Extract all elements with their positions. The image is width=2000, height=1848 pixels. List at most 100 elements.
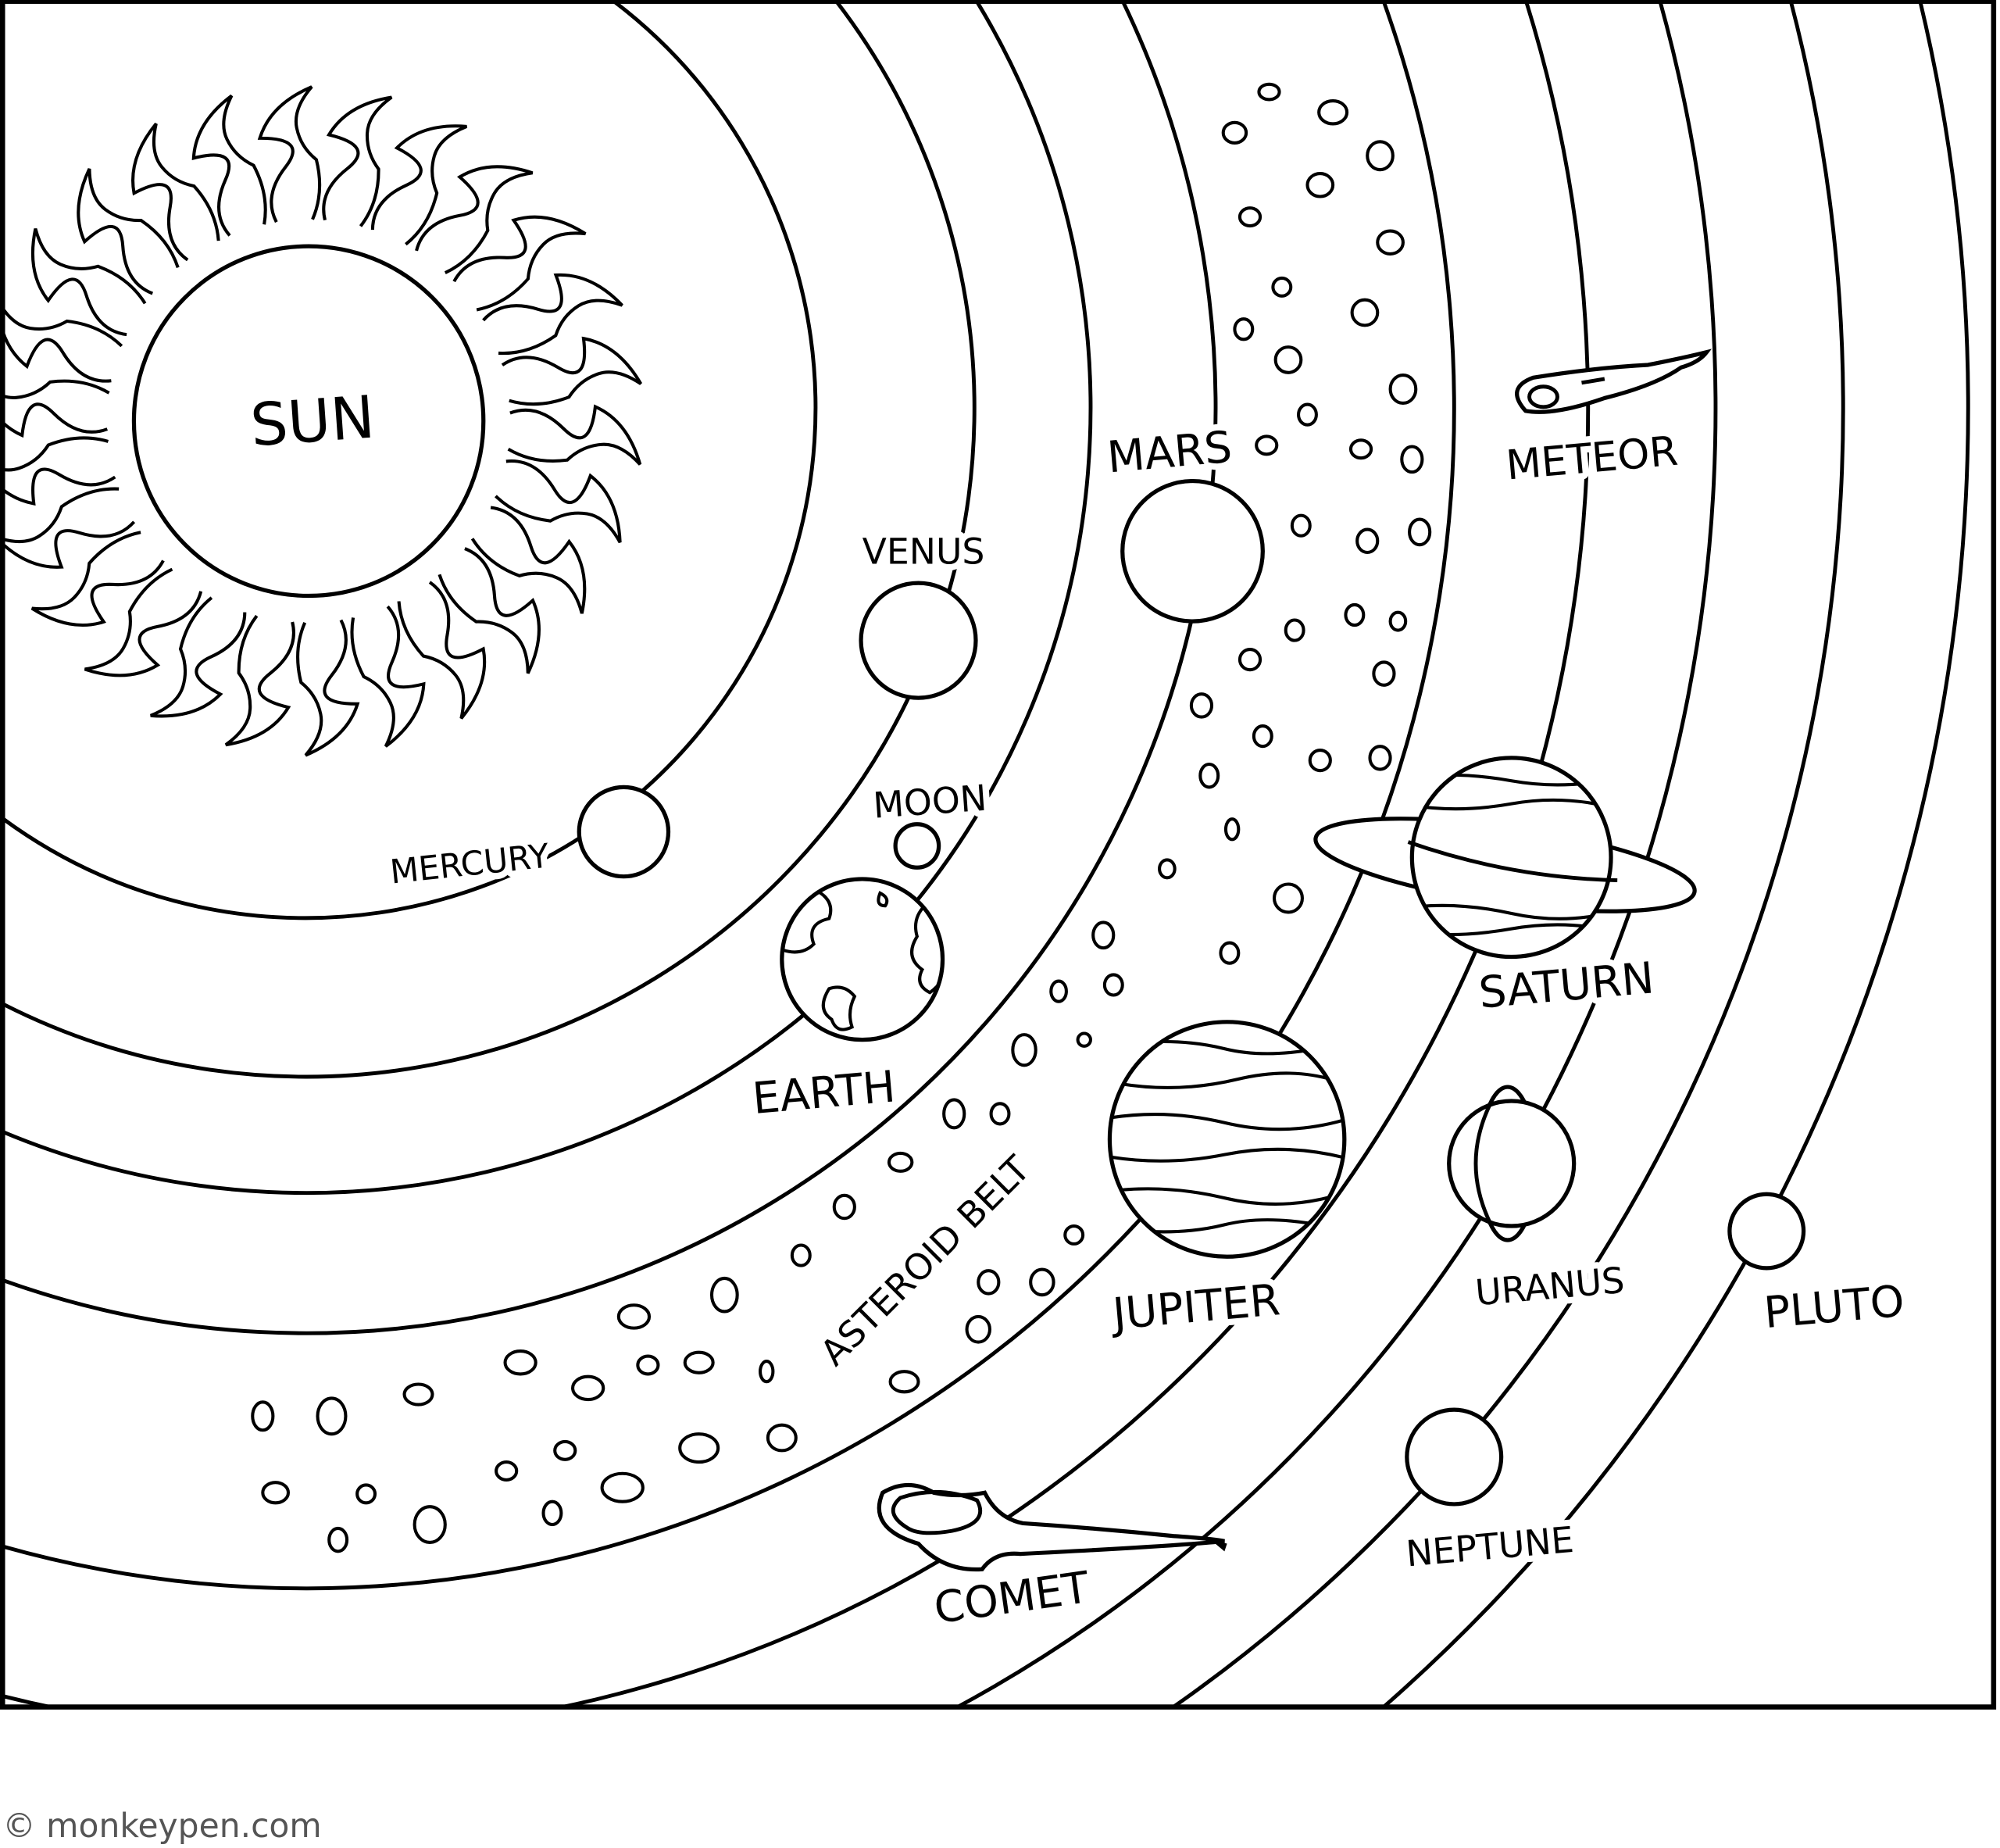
planet-uranus	[1447, 1085, 1577, 1242]
sun-flame	[224, 614, 295, 747]
asteroid	[1221, 120, 1248, 145]
sun-flames	[2, 85, 643, 757]
asteroid	[636, 1354, 660, 1376]
asteroid	[888, 1370, 920, 1394]
planet-pluto	[1727, 1192, 1806, 1271]
label-saturn: SATURN	[1477, 953, 1655, 1018]
asteroid	[412, 1505, 447, 1544]
asteroid	[1408, 517, 1432, 547]
sun-flame	[84, 567, 203, 677]
sun-flame	[501, 336, 643, 406]
asteroid	[355, 1483, 377, 1505]
meteor	[1515, 349, 1712, 414]
asteroid-belt	[251, 82, 1432, 1553]
asteroid	[759, 1360, 775, 1384]
sun-flame	[191, 94, 267, 237]
planet-jupiter	[1107, 1020, 1347, 1259]
asteroid	[1297, 402, 1318, 427]
sun-flame	[2, 379, 110, 438]
asteroid	[1238, 648, 1262, 672]
asteroid	[1308, 749, 1332, 773]
label-uranus: URANUS	[1473, 1260, 1626, 1314]
asteroid	[1271, 276, 1293, 298]
asteroid	[1344, 602, 1366, 627]
asteroid	[1372, 660, 1396, 687]
label-mercury: MERCURY	[388, 837, 551, 892]
sun-flame	[30, 531, 165, 627]
asteroid	[790, 1243, 812, 1267]
asteroid	[1272, 882, 1304, 914]
label-sun: SUN	[248, 383, 377, 460]
sun-flame	[131, 122, 220, 262]
asteroid	[1029, 1267, 1055, 1297]
label-earth: EARTH	[751, 1061, 898, 1124]
asteroid	[1011, 1033, 1038, 1067]
sun-flame	[507, 404, 642, 466]
sun-flame	[77, 168, 180, 295]
asteroid	[1102, 973, 1124, 997]
asteroid	[1198, 762, 1220, 789]
planet-mars	[1120, 478, 1265, 624]
sun-flame	[257, 85, 322, 223]
sun-flame	[438, 547, 541, 674]
orbit-saturn	[2, 1, 1591, 1707]
label-pluto: PLUTO	[1762, 1276, 1906, 1339]
asteroid	[1255, 434, 1279, 456]
asteroid	[1273, 345, 1303, 374]
asteroid	[402, 1382, 434, 1407]
frame	[0, 0, 1997, 1710]
asteroid	[683, 1350, 715, 1374]
asteroid	[1063, 1224, 1085, 1246]
asteroid	[838, 1328, 856, 1349]
orbit-mercury	[2, 1, 818, 920]
orbit-venus	[2, 1, 977, 1079]
asteroid	[965, 1314, 991, 1344]
asteroid	[553, 1439, 577, 1461]
label-jupiter: JUPITER	[1109, 1274, 1282, 1340]
planet-saturn	[1313, 756, 1697, 960]
asteroid	[1290, 513, 1312, 538]
asteroid	[1189, 692, 1214, 719]
sun-flame	[452, 215, 587, 312]
asteroid	[766, 1423, 798, 1453]
asteroid	[1400, 445, 1424, 474]
asteroid	[571, 1374, 605, 1402]
asteroid	[1388, 374, 1418, 406]
asteroid	[1219, 941, 1241, 965]
label-asteroid-belt: ASTEROID BELT	[812, 1148, 1038, 1374]
asteroid	[1350, 298, 1380, 327]
asteroid	[1388, 610, 1408, 632]
sun-flame	[470, 506, 587, 614]
asteroid	[261, 1481, 291, 1505]
asteroid	[495, 1460, 519, 1482]
asteroid	[1091, 920, 1116, 950]
asteroid	[1355, 527, 1380, 555]
orbit-pluto	[1382, 1, 1970, 1707]
asteroid	[327, 1526, 349, 1553]
sun	[131, 244, 486, 599]
planet-mercury	[577, 785, 671, 879]
asteroid	[1252, 724, 1273, 749]
sun-flame	[322, 95, 393, 227]
sun-flame	[415, 165, 534, 274]
asteroid	[942, 1098, 966, 1130]
sun-flame	[482, 273, 623, 356]
label-venus: VENUS	[862, 531, 985, 573]
orbit-neptune	[1172, 1, 1845, 1707]
asteroid	[541, 1499, 563, 1527]
asteroid	[1158, 858, 1177, 880]
asteroid	[316, 1396, 348, 1436]
sun-flame	[370, 124, 468, 246]
sun-flame	[150, 596, 247, 718]
orbit-uranus	[956, 1, 1718, 1707]
asteroid	[1348, 438, 1373, 460]
asteroid	[1366, 140, 1395, 172]
planet-neptune	[1405, 1407, 1504, 1507]
asteroid	[600, 1471, 645, 1503]
sun-flame	[2, 436, 116, 506]
asteroid	[709, 1276, 739, 1314]
sun-flame	[2, 305, 123, 383]
asteroid	[887, 1151, 914, 1173]
label-moon: MOON	[872, 777, 988, 827]
